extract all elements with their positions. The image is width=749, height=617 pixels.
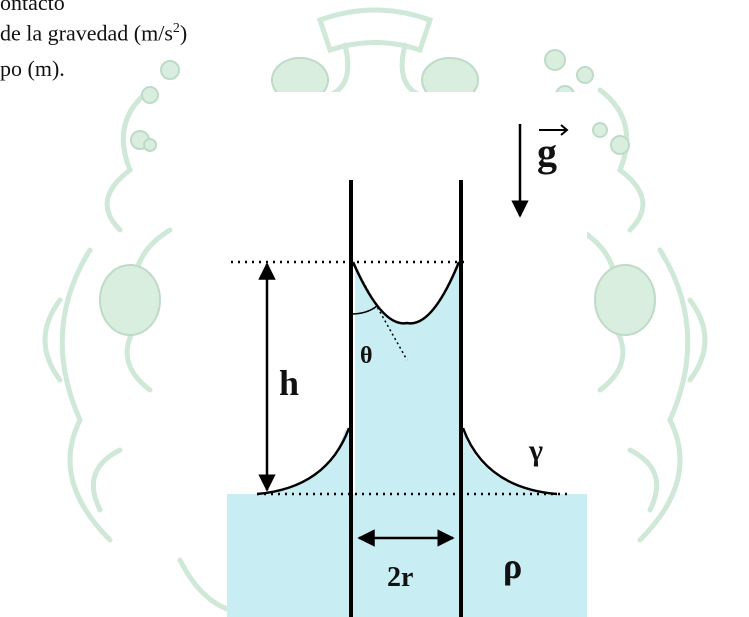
text-line-2-suffix: ) — [179, 20, 188, 46]
gamma-label: γ — [528, 434, 543, 467]
gravity-label: g — [537, 130, 557, 175]
text-line-1: ontacto — [0, 0, 65, 15]
diameter-label: 2r — [387, 562, 413, 593]
text-line-2-prefix: de la gravedad (m/s — [0, 20, 173, 46]
reservoir-liquid — [227, 494, 587, 617]
outer-meniscus-left — [257, 430, 349, 494]
rho-label: ρ — [503, 546, 522, 586]
capillary-diagram: θ h g γ 2r ρ — [227, 92, 587, 617]
superscript-exponent: 2 — [172, 21, 180, 36]
outer-meniscus-right — [459, 430, 557, 494]
theta-label: θ — [360, 343, 373, 369]
outer-meniscus-curve-left — [256, 427, 351, 496]
height-label: h — [279, 363, 299, 403]
text-line-3: po (m). — [0, 56, 65, 81]
text-line-2: de la gravedad (m/s2) — [0, 22, 187, 44]
gravity-vector-head — [560, 124, 569, 136]
outer-meniscus-curve-right — [461, 427, 558, 496]
contact-angle-tangent — [352, 263, 408, 361]
liquid-column — [355, 262, 459, 502]
contact-angle-arc — [350, 305, 378, 315]
